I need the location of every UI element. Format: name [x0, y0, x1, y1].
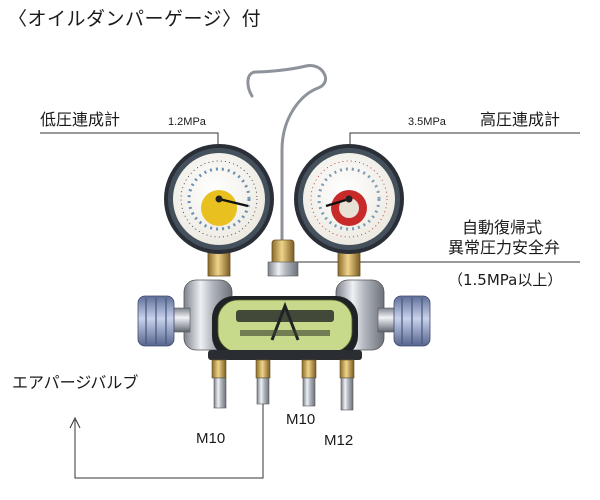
- port-label-right: M12: [324, 432, 354, 449]
- bottom-port-4: [339, 359, 355, 411]
- low-gauge-label: 低圧連成計: [40, 110, 121, 129]
- air-purge-leader-line: [74, 395, 264, 479]
- bottom-port-1: [211, 359, 227, 409]
- port-label-center: M10: [286, 411, 316, 428]
- safety-valve-label-line2: 異常圧力安全弁: [448, 238, 561, 257]
- low-pressure-gauge: [164, 144, 274, 254]
- low-pressure-rating: 1.2MPa: [168, 116, 206, 128]
- air-purge-valve-label: エアパージバルブ: [12, 373, 139, 392]
- bottom-port-3: [301, 359, 317, 407]
- high-gauge-label: 高圧連成計: [480, 110, 561, 129]
- right-valve-knob: [393, 295, 431, 347]
- high-pressure-rating: 3.5MPa: [408, 116, 446, 128]
- safety-valve-spec: （1.5MPa以上）: [448, 271, 563, 289]
- bottom-port-2-air-purge: [255, 359, 271, 405]
- port-label-left: M10: [196, 430, 226, 447]
- page-title: 〈オイルダンパーゲージ〉付: [8, 8, 262, 30]
- safety-valve-label-line1: 自動復帰式: [462, 218, 543, 237]
- left-valve-knob: [137, 295, 175, 347]
- safety-valve-fitting: [267, 239, 299, 277]
- hanger-hook: [246, 64, 327, 257]
- air-purge-arrow-head: [69, 416, 81, 429]
- manifold-body: [208, 296, 362, 360]
- high-pressure-gauge: [294, 144, 404, 254]
